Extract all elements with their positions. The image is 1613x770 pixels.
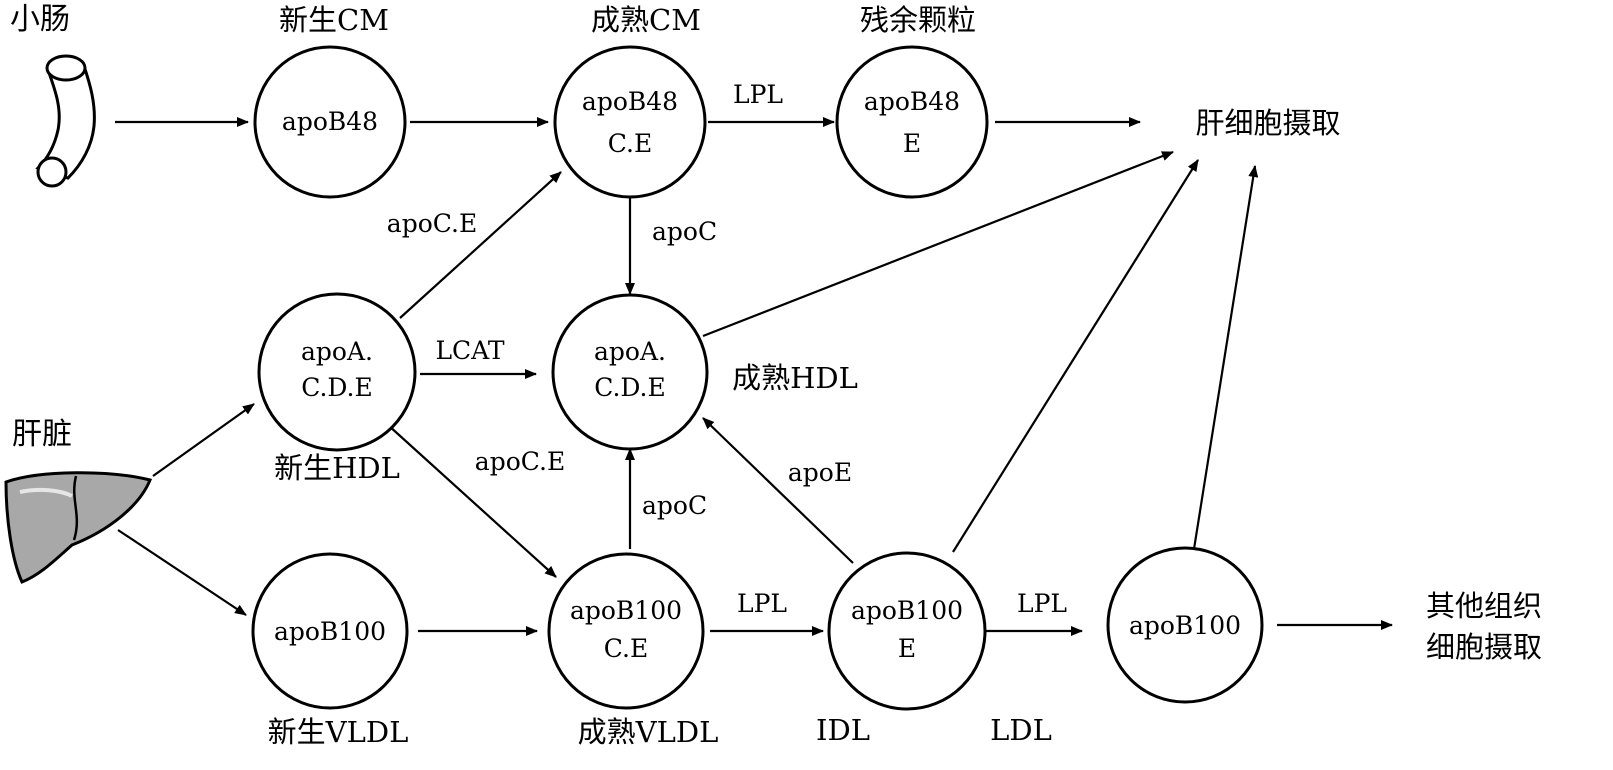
node-vldl-mature-line2: C.E xyxy=(604,634,648,663)
node-idl-line2: E xyxy=(898,634,916,663)
label-other-uptake-2: 细胞摄取 xyxy=(1426,630,1542,664)
edge-label-apoce-down: apoC.E xyxy=(475,447,565,476)
node-vldl-nascent-line1: apoB100 xyxy=(274,617,386,646)
node-hdl-nascent-line2: C.D.E xyxy=(301,373,373,402)
edge-hdl-to-liver xyxy=(702,150,1174,338)
edge-label-lpl-vldl: LPL xyxy=(737,589,787,618)
node-remnant-line1: apoB48 xyxy=(864,87,960,116)
node-cm-mature-line2: C.E xyxy=(608,129,652,158)
label-ldl: LDL xyxy=(990,713,1052,747)
node-ldl: apoB100 xyxy=(1106,546,1264,704)
node-hdl-mature-line2: C.D.E xyxy=(594,373,666,402)
label-mature-vldl: 成熟VLDL xyxy=(578,715,719,749)
node-cm-nascent-line1: apoB48 xyxy=(282,107,378,136)
edge-label-lpl-cm: LPL xyxy=(733,80,783,109)
intestine-icon xyxy=(35,54,96,188)
edge-label-apoc-down: apoC xyxy=(652,217,717,246)
edge-label-lcat: LCAT xyxy=(435,336,504,365)
node-cm-mature: apoB48 C.E xyxy=(553,45,707,199)
label-liver-uptake: 肝细胞摄取 xyxy=(1195,106,1340,140)
edge-label-lpl-idl: LPL xyxy=(1017,589,1067,618)
edge-idl-to-hdl xyxy=(702,417,854,564)
node-hdl-nascent: apoA. C.D.E xyxy=(257,292,417,452)
label-mature-hdl: 成熟HDL xyxy=(732,361,858,395)
node-hdl-nascent-line1: apoA. xyxy=(301,337,373,366)
node-vldl-mature-line1: apoB100 xyxy=(570,596,682,625)
label-idl: IDL xyxy=(816,713,870,747)
label-other-uptake-1: 其他组织 xyxy=(1426,589,1542,623)
node-vldl-mature: apoB100 C.E xyxy=(547,552,705,710)
edge-label-apoc-up: apoC xyxy=(642,491,707,520)
label-remnant: 残余颗粒 xyxy=(860,3,976,37)
label-nascent-hdl: 新生HDL xyxy=(274,451,400,485)
edge-liver-to-hdl xyxy=(152,403,255,477)
node-hdl-mature: apoA. C.D.E xyxy=(551,293,709,451)
node-remnant: apoB48 E xyxy=(835,45,989,199)
node-idl: apoB100 E xyxy=(827,551,987,711)
edge-hdl-nascent-to-cm xyxy=(399,171,562,319)
label-mature-cm: 成熟CM xyxy=(591,3,701,37)
label-liver: 肝脏 xyxy=(12,417,72,452)
node-remnant-line2: E xyxy=(903,129,921,158)
node-cm-nascent: apoB48 xyxy=(253,45,407,199)
edge-liver-to-vldl xyxy=(117,529,247,616)
edge-label-apoe: apoE xyxy=(788,458,852,487)
edge-ldl-to-liver xyxy=(1192,165,1259,550)
edge-label-apoce-up: apoC.E xyxy=(387,209,477,238)
edges xyxy=(115,117,1393,636)
label-intestine: 小肠 xyxy=(10,2,70,37)
label-nascent-vldl: 新生VLDL xyxy=(268,715,409,749)
node-ldl-line1: apoB100 xyxy=(1129,611,1241,640)
edge-idl-to-liver xyxy=(952,159,1199,553)
label-nascent-cm: 新生CM xyxy=(279,3,389,37)
node-vldl-nascent: apoB100 xyxy=(251,552,409,710)
node-idl-line1: apoB100 xyxy=(851,596,963,625)
edge-hdl-nascent-to-vldl xyxy=(387,424,557,578)
node-cm-mature-line1: apoB48 xyxy=(582,87,678,116)
node-hdl-mature-line1: apoA. xyxy=(594,337,666,366)
liver-icon xyxy=(4,471,153,584)
